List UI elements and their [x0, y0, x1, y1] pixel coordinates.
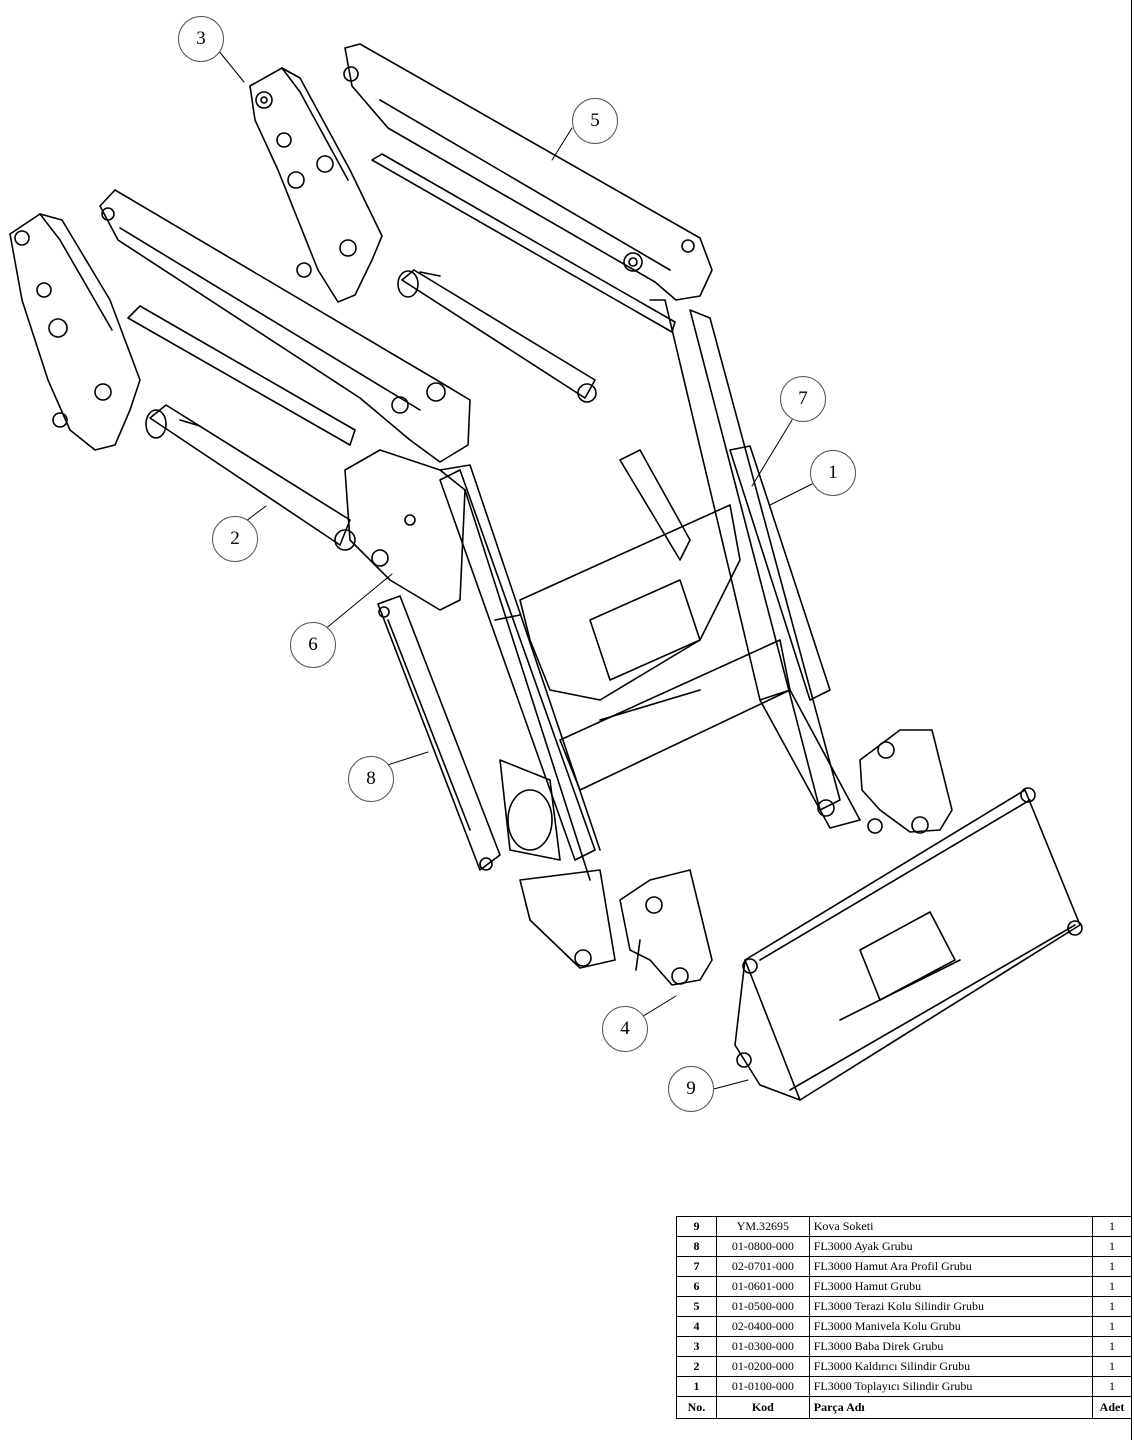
callout-8: 8 — [348, 756, 394, 802]
header-code: Kod — [715, 1396, 810, 1419]
bill-of-materials-table: 9 YM.32695 Kova Soketi 1 8 01-0800-000 F… — [676, 1216, 1132, 1419]
row-code: 01-0500-000 — [715, 1296, 810, 1317]
callout-4: 4 — [602, 1006, 648, 1052]
row-code: 01-0300-000 — [715, 1336, 810, 1357]
table-header-row: No. Kod Parça Adı Adet — [676, 1396, 1132, 1419]
part-2-cylinder — [145, 404, 356, 551]
row-no: 4 — [676, 1316, 717, 1337]
callout-3: 3 — [178, 16, 224, 62]
callout-1: 1 — [810, 450, 856, 496]
row-part-name: Kova Soketi — [808, 1216, 1094, 1237]
table-row: 4 02-0400-000 FL3000 Manivela Kolu Grubu… — [676, 1316, 1132, 1337]
table-row: 9 YM.32695 Kova Soketi 1 — [676, 1216, 1132, 1237]
header-quantity: Adet — [1092, 1396, 1132, 1419]
row-quantity: 1 — [1092, 1356, 1132, 1377]
row-part-name: FL3000 Hamut Ara Profil Grubu — [808, 1256, 1094, 1277]
part-1-column — [649, 299, 841, 817]
row-code: 01-0800-000 — [715, 1236, 810, 1257]
part-9-bucket-socket — [734, 787, 1083, 1101]
row-code: 01-0100-000 — [715, 1376, 810, 1397]
row-no: 1 — [676, 1376, 717, 1397]
row-no: 2 — [676, 1356, 717, 1377]
row-code: YM.32695 — [715, 1216, 810, 1237]
callout-7: 7 — [780, 376, 826, 422]
table-row: 3 01-0300-000 FL3000 Baba Direk Grubu 1 — [676, 1336, 1132, 1357]
row-no: 3 — [676, 1336, 717, 1357]
part-4-linkage-front — [619, 869, 713, 986]
row-part-name: FL3000 Manivela Kolu Grubu — [808, 1316, 1094, 1337]
row-quantity: 1 — [1092, 1336, 1132, 1357]
row-part-name: FL3000 Baba Direk Grubu — [808, 1336, 1094, 1357]
row-no: 7 — [676, 1256, 717, 1277]
callout-6: 6 — [290, 622, 336, 668]
lift-arm-lower — [99, 189, 471, 463]
row-part-name: FL3000 Kaldırıcı Silindir Grubu — [808, 1356, 1094, 1377]
part-3-mast-lower — [9, 213, 141, 451]
header-part-name: Parça Adı — [808, 1396, 1094, 1419]
row-part-name: FL3000 Terazi Kolu Silindir Grubu — [808, 1296, 1094, 1317]
rear-upright — [619, 449, 861, 829]
row-quantity: 1 — [1092, 1236, 1132, 1257]
row-quantity: 1 — [1092, 1276, 1132, 1297]
row-part-name: FL3000 Hamut Grubu — [808, 1276, 1094, 1297]
row-code: 01-0200-000 — [715, 1356, 810, 1377]
part-5-arm-upper — [343, 43, 713, 333]
row-quantity: 1 — [1092, 1376, 1132, 1397]
table-row: 5 01-0500-000 FL3000 Terazi Kolu Silindi… — [676, 1296, 1132, 1317]
row-no: 8 — [676, 1236, 717, 1257]
part-5-cylinder — [397, 269, 597, 403]
frame-border — [1131, 0, 1132, 1440]
row-no: 6 — [676, 1276, 717, 1297]
exploded-assembly-drawing — [9, 43, 1083, 1101]
callout-5: 5 — [572, 98, 618, 144]
part-4-linkage-rear — [859, 729, 953, 834]
row-quantity: 1 — [1092, 1256, 1132, 1277]
row-quantity: 1 — [1092, 1296, 1132, 1317]
table-row: 6 01-0601-000 FL3000 Hamut Grubu 1 — [676, 1276, 1132, 1297]
row-code: 01-0601-000 — [715, 1276, 810, 1297]
row-part-name: FL3000 Ayak Grubu — [808, 1236, 1094, 1257]
row-no: 5 — [676, 1296, 717, 1317]
row-no: 9 — [676, 1216, 717, 1237]
part-8-leg — [377, 595, 501, 871]
header-no: No. — [676, 1396, 717, 1419]
row-part-name: FL3000 Toplayıcı Silindir Grubu — [808, 1376, 1094, 1397]
table-row: 2 01-0200-000 FL3000 Kaldırıcı Silindir … — [676, 1356, 1132, 1377]
callout-2: 2 — [212, 516, 258, 562]
leader-lines — [217, 49, 813, 1091]
cross-frame — [519, 504, 791, 791]
part-6-frame — [344, 449, 601, 881]
part-3-mast-upper — [249, 67, 383, 303]
row-code: 02-0400-000 — [715, 1316, 810, 1337]
table-row: 1 01-0100-000 FL3000 Toplayıcı Silindir … — [676, 1376, 1132, 1397]
table-row: 7 02-0701-000 FL3000 Hamut Ara Profil Gr… — [676, 1256, 1132, 1277]
callout-9: 9 — [668, 1066, 714, 1112]
table-row: 8 01-0800-000 FL3000 Ayak Grubu 1 — [676, 1236, 1132, 1257]
row-code: 02-0701-000 — [715, 1256, 810, 1277]
row-quantity: 1 — [1092, 1316, 1132, 1337]
row-quantity: 1 — [1092, 1216, 1132, 1237]
left-column — [439, 469, 616, 969]
